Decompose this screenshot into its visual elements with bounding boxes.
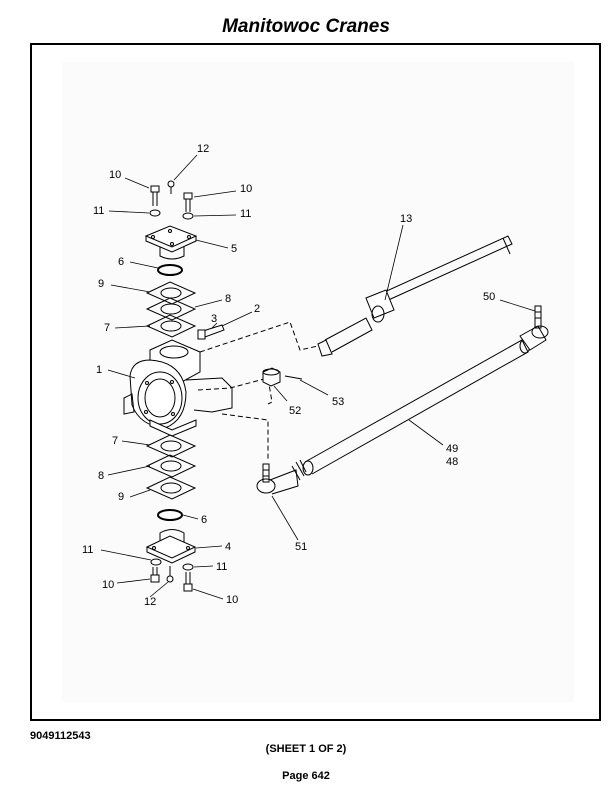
callout-7: 7 [112, 435, 118, 447]
lower-left-washer [150, 558, 162, 566]
callout-9: 9 [118, 491, 124, 503]
lower-grease-fitting [166, 566, 174, 583]
cotter-pin [284, 375, 303, 380]
callout-4: 4 [225, 541, 231, 553]
callout-48: 48 [446, 456, 458, 468]
callout-12: 12 [144, 596, 156, 608]
callout-1: 1 [96, 364, 102, 376]
lower-shim-8 [145, 454, 197, 478]
callout-10: 10 [240, 183, 252, 195]
lower-seal [157, 509, 183, 521]
lower-kingpin-cap [145, 529, 197, 564]
upper-shim-7 [145, 314, 197, 338]
tie-rod-end-left [256, 463, 299, 495]
tie-rod-end-right [519, 305, 549, 351]
callout-2: 2 [254, 303, 260, 315]
upper-seal [157, 264, 183, 276]
sheet-indicator: (SHEET 1 OF 2) [265, 743, 347, 755]
callout-leaders [100, 154, 536, 600]
document-number: 9049112543 [30, 730, 91, 742]
callout-11: 11 [240, 208, 251, 220]
callout-51: 51 [295, 541, 307, 553]
callout-3: 3 [211, 313, 217, 325]
page-title: Manitowoc Cranes [222, 16, 390, 37]
diagram-frame [30, 43, 601, 721]
upper-shim-8 [145, 297, 197, 321]
callout-8: 8 [225, 293, 231, 305]
callout-11: 11 [93, 205, 104, 217]
callout-50: 50 [483, 291, 495, 303]
upper-left-washer [149, 209, 161, 217]
lower-shim-7 [145, 434, 197, 458]
upper-right-washer [182, 212, 194, 220]
callout-52: 52 [289, 405, 301, 417]
callout-6: 6 [201, 514, 207, 526]
callout-11: 11 [82, 544, 93, 556]
upper-kingpin-cap [144, 225, 198, 260]
callout-10: 10 [226, 594, 238, 606]
callout-10: 10 [102, 579, 114, 591]
lower-right-washer [182, 563, 194, 571]
lower-left-bolt [150, 567, 160, 583]
upper-grease-fitting [167, 180, 175, 194]
lower-right-bolt [183, 572, 193, 592]
callout-12: 12 [197, 143, 209, 155]
callout-7: 7 [104, 322, 110, 334]
lower-shim-9 [145, 476, 197, 500]
axle-shaft-assembly [317, 235, 513, 357]
castle-nut [262, 367, 281, 387]
callout-10: 10 [109, 169, 121, 181]
steering-stop-bolt [197, 324, 225, 340]
page-number: Page 642 [282, 770, 330, 782]
callout-5: 5 [231, 243, 237, 255]
upper-left-bolt [150, 185, 160, 206]
callout-53: 53 [332, 396, 344, 408]
assembly-leader-lines [197, 321, 319, 460]
callout-49: 49 [446, 443, 458, 455]
callout-6: 6 [118, 256, 124, 268]
callout-8: 8 [98, 470, 104, 482]
callout-11: 11 [216, 561, 227, 573]
upper-right-bolt [183, 192, 193, 212]
steering-knuckle [123, 339, 233, 437]
callout-9: 9 [98, 278, 104, 290]
callout-13: 13 [400, 213, 412, 225]
